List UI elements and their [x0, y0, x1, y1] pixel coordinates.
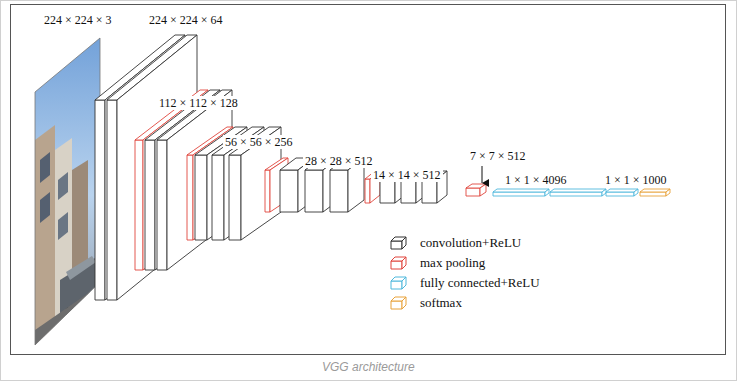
- slab-face: [401, 179, 416, 203]
- slab-face: [545, 189, 549, 196]
- leader-arrow: [482, 166, 483, 183]
- legend-text: max pooling: [420, 255, 485, 270]
- slab-face: [95, 100, 105, 300]
- figure-caption: VGG architecture: [322, 360, 415, 374]
- swatch-face: [391, 261, 402, 269]
- layer-slab: [466, 184, 486, 196]
- legend-text: convolution+ReLU: [420, 235, 521, 250]
- dimension-label: 1 × 1 × 1000: [603, 173, 669, 187]
- slab-face: [550, 189, 606, 192]
- layer-slab: [157, 90, 232, 270]
- slab-face: [305, 170, 323, 212]
- slab-face: [640, 192, 666, 196]
- swatch-face: [402, 257, 406, 269]
- slab-face: [157, 140, 167, 270]
- swatch-face: [402, 237, 406, 249]
- slab-face: [265, 170, 270, 212]
- legend-swatch: [390, 236, 408, 250]
- layer-slab: [606, 189, 638, 196]
- inner-frame: [11, 5, 726, 355]
- slab-face: [187, 155, 193, 240]
- slab-face: [606, 192, 634, 196]
- dimension-label: 7 × 7 × 512: [468, 149, 528, 163]
- legend-swatch: [390, 256, 408, 270]
- slab-face: [493, 192, 545, 196]
- slab-face: [550, 192, 602, 196]
- layer-slab: [640, 189, 670, 196]
- slab-face: [602, 189, 606, 196]
- slab-face: [135, 140, 143, 270]
- dimension-label: 224 × 224 × 64: [147, 13, 225, 27]
- legend-text: softmax: [420, 295, 462, 310]
- input-photo: [30, 30, 110, 360]
- slab-face: [380, 179, 395, 203]
- slab-face: [480, 184, 486, 196]
- swatch-face: [402, 277, 406, 289]
- dimension-label: 112 × 112 × 128: [157, 96, 240, 110]
- slab-face: [145, 140, 155, 270]
- slab-face: [195, 155, 207, 240]
- slab-face: [466, 188, 480, 196]
- slab-face: [330, 170, 348, 212]
- layer-slab: [493, 189, 549, 196]
- slab-face: [167, 90, 232, 270]
- slab-face: [212, 155, 224, 240]
- slab-face: [493, 189, 549, 192]
- dimension-label: 56 × 56 × 256: [223, 135, 295, 149]
- dimension-label: 28 × 28 × 512: [303, 154, 375, 168]
- slab-face: [365, 179, 370, 203]
- slab-face: [666, 189, 670, 196]
- legend-swatch: [390, 276, 408, 290]
- slab-face: [107, 100, 117, 300]
- swatch-face: [391, 281, 402, 289]
- swatch-face: [402, 297, 406, 309]
- slab-face: [422, 179, 437, 203]
- slab-face: [280, 170, 298, 212]
- dimension-label: 1 × 1 × 4096: [503, 173, 569, 187]
- dimension-label: 224 × 224 × 3: [42, 13, 114, 27]
- slab-face: [634, 189, 638, 196]
- layer-slab: [550, 189, 606, 196]
- dimension-label: 14 × 14 × 512: [371, 168, 443, 182]
- slab-face: [640, 189, 670, 192]
- slab-face: [606, 189, 638, 192]
- slab-face: [229, 155, 241, 240]
- legend-swatch: [390, 296, 408, 310]
- swatch-face: [391, 241, 402, 249]
- legend-text: fully connected+ReLU: [420, 275, 540, 290]
- swatch-face: [391, 301, 402, 309]
